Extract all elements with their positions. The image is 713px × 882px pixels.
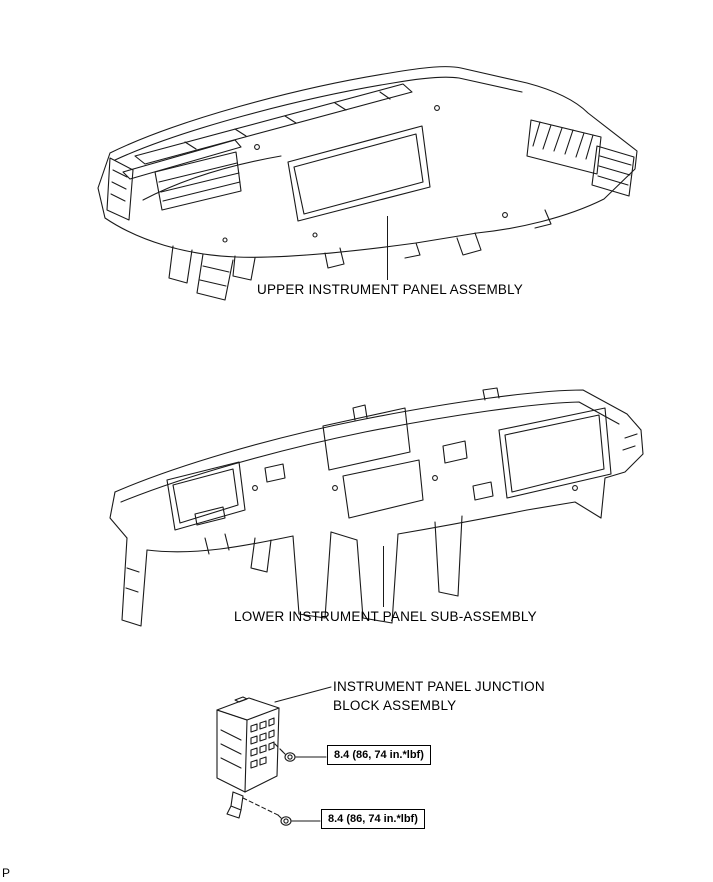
page-footer-letter: P xyxy=(2,866,11,880)
junction-block-drawing xyxy=(217,697,279,818)
bolt-icon-1 xyxy=(282,751,295,761)
bolt-icon-2 xyxy=(278,815,291,825)
torque-spec-box-2: 8.4 (86, 74 in.*lbf) xyxy=(321,809,425,830)
junction-block-label-line1: INSTRUMENT PANEL JUNCTION xyxy=(333,679,545,694)
lower-panel-leader-line xyxy=(383,546,385,607)
upper-panel-label: UPPER INSTRUMENT PANEL ASSEMBLY xyxy=(257,282,524,297)
upper-instrument-panel-drawing xyxy=(85,50,650,305)
upper-panel-leader-line xyxy=(387,216,389,280)
junction-block-label-line2: BLOCK ASSEMBLY xyxy=(333,698,457,713)
torque-spec-box-1: 8.4 (86, 74 in.*lbf) xyxy=(327,745,431,766)
lower-panel-label: LOWER INSTRUMENT PANEL SUB-ASSEMBLY xyxy=(234,609,537,624)
junction-block-label-leader-line xyxy=(275,687,331,702)
bolt-dashed-line-2 xyxy=(243,798,280,816)
junction-block-figure xyxy=(195,680,345,845)
lower-instrument-panel-drawing xyxy=(105,368,650,633)
